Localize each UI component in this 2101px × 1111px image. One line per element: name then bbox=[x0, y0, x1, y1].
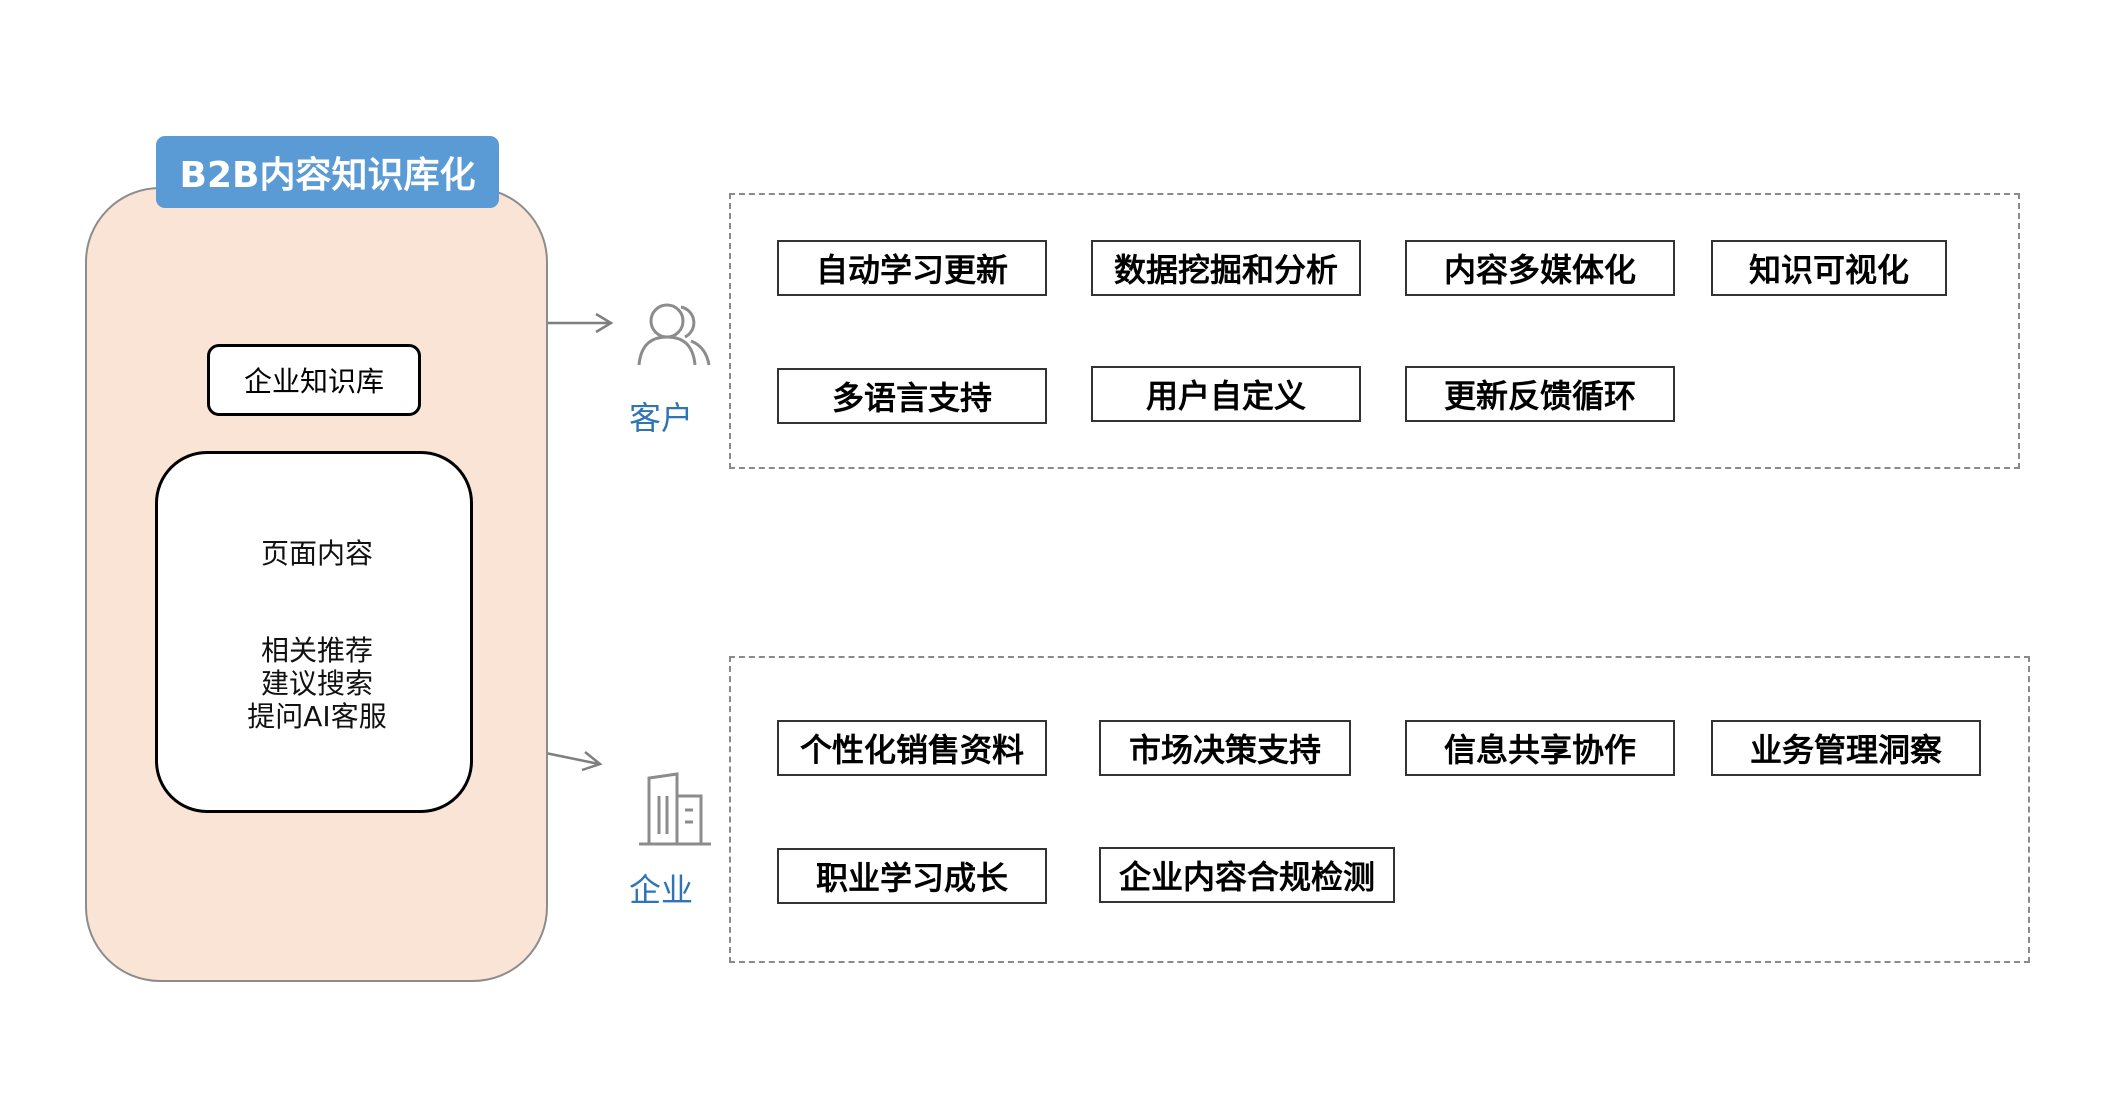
feature-career-learning: 职业学习成长 bbox=[777, 848, 1047, 904]
customer-feature-group bbox=[729, 193, 2020, 469]
page-content-label: 页面内容 bbox=[260, 537, 373, 570]
feature-multilingual: 多语言支持 bbox=[777, 368, 1047, 424]
kb-title: B2B内容知识库化 bbox=[156, 136, 499, 208]
feature-market-decision: 市场决策支持 bbox=[1099, 720, 1351, 776]
enterprise-label: 企业 bbox=[628, 871, 693, 909]
users-icon bbox=[637, 303, 711, 366]
kb-content-block: 页面内容 相关推荐 建议搜索 提问AI客服 bbox=[155, 451, 473, 813]
feature-personalized-sales: 个性化销售资料 bbox=[777, 720, 1047, 776]
feature-knowledge-visualization: 知识可视化 bbox=[1711, 240, 1947, 296]
feature-content-compliance: 企业内容合规检测 bbox=[1099, 847, 1395, 903]
feature-business-insight: 业务管理洞察 bbox=[1711, 720, 1981, 776]
suggest-search-label: 建议搜索 bbox=[260, 667, 373, 700]
building-icon bbox=[639, 772, 711, 846]
enterprise-feature-group bbox=[729, 656, 2030, 963]
feature-update-feedback-loop: 更新反馈循环 bbox=[1405, 366, 1675, 422]
related-recommend-label: 相关推荐 bbox=[260, 634, 373, 667]
feature-info-sharing: 信息共享协作 bbox=[1405, 720, 1675, 776]
feature-user-customize: 用户自定义 bbox=[1091, 366, 1361, 422]
customer-label: 客户 bbox=[628, 399, 693, 437]
enterprise-knowledge-base: 企业知识库 bbox=[207, 344, 421, 416]
feature-data-mining-analysis: 数据挖掘和分析 bbox=[1091, 240, 1361, 296]
ask-ai-service-label: 提问AI客服 bbox=[247, 700, 387, 733]
feature-auto-learn-update: 自动学习更新 bbox=[777, 240, 1047, 296]
feature-content-multimedia: 内容多媒体化 bbox=[1405, 240, 1675, 296]
